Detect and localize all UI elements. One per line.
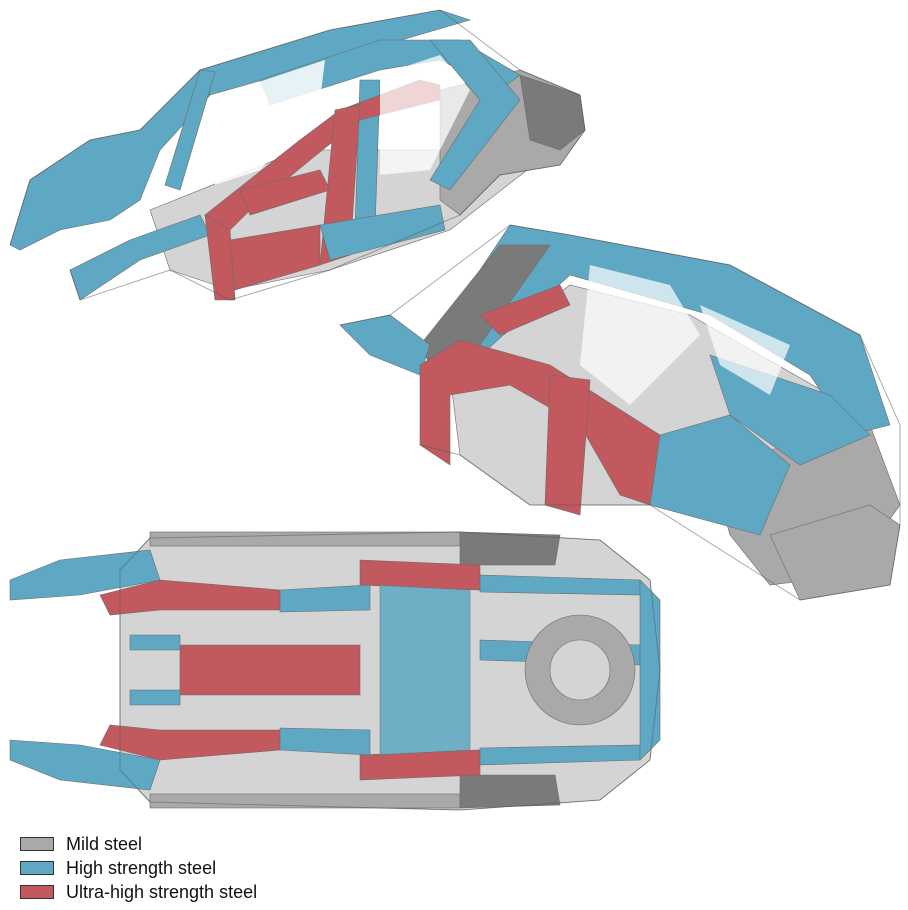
mild-steel-swatch — [20, 837, 54, 851]
material-legend: Mild steel High strength steel Ultra-hig… — [20, 832, 420, 904]
ultra-high-strength-steel-swatch — [20, 885, 54, 899]
legend-label: Ultra-high strength steel — [66, 882, 257, 903]
left-side-sill — [150, 532, 460, 546]
legend-item-high-strength-steel: High strength steel — [20, 856, 420, 880]
rear-rail-right-ultra — [360, 750, 480, 780]
legend-label: Mild steel — [66, 834, 142, 855]
high-strength-steel-swatch — [20, 861, 54, 875]
legend-item-mild-steel: Mild steel — [20, 832, 420, 856]
tunnel-side-left-high — [130, 635, 180, 650]
tunnel-side-right-high — [130, 690, 180, 705]
center-floor-high — [380, 585, 470, 755]
rear-rail-left-ultra — [360, 560, 480, 590]
legend-label: High strength steel — [66, 858, 216, 879]
rear-wheelhouse-right — [460, 775, 560, 808]
underbody-plan-view — [0, 520, 680, 820]
rear-bumper-beam-high — [640, 580, 660, 760]
seat-crossmember-left-high — [280, 585, 370, 612]
legend-item-ultra-high-strength-steel: Ultra-high strength steel — [20, 880, 420, 904]
spare-tire-well-inner — [550, 640, 610, 700]
seat-crossmember-right-high — [280, 728, 370, 755]
front-strut-frame — [340, 315, 430, 375]
tunnel-reinforcement-ultra — [180, 645, 360, 695]
